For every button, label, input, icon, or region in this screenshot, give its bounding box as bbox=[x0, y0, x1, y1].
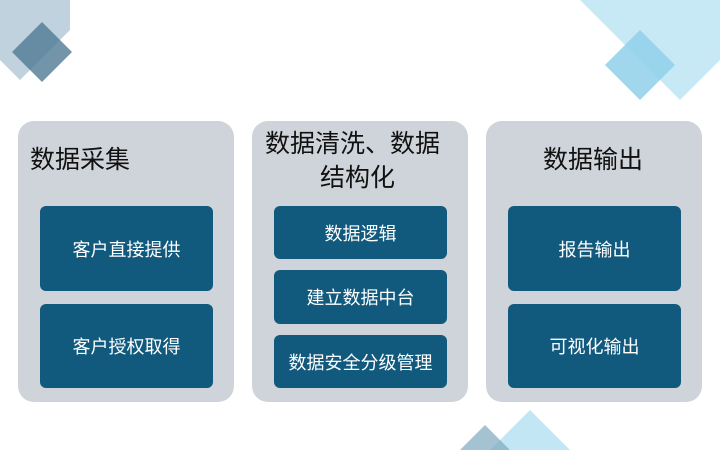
stage-item-box: 可视化输出 bbox=[508, 304, 681, 388]
stage-panel-collection: 数据采集 客户直接提供 客户授权取得 bbox=[18, 121, 234, 402]
stage-item-box: 数据安全分级管理 bbox=[274, 335, 447, 388]
stage-item-box: 客户授权取得 bbox=[40, 304, 213, 388]
deco-diamond-bottom-large bbox=[490, 410, 570, 450]
stage-item-box: 建立数据中台 bbox=[274, 270, 447, 324]
deco-diamond-top-right-large bbox=[580, 0, 720, 100]
stage-item-box: 客户直接提供 bbox=[40, 206, 213, 291]
stage-title-cleaning-line-2: 结构化 bbox=[320, 163, 396, 192]
deco-diamond-top-left-large bbox=[0, 0, 70, 80]
stage-title-output: 数据输出 bbox=[543, 145, 644, 174]
stage-title-collection: 数据采集 bbox=[30, 145, 131, 174]
stage-item-box: 数据逻辑 bbox=[274, 206, 447, 259]
stage-panel-output: 数据输出 报告输出 可视化输出 bbox=[486, 121, 702, 402]
deco-diamond-bottom-small bbox=[460, 425, 510, 450]
stage-title-cleaning-line-1: 数据清洗、数据 bbox=[265, 129, 441, 158]
deco-diamond-top-right-small bbox=[605, 30, 675, 100]
deco-diamond-top-left-small bbox=[12, 22, 72, 82]
stage-item-box: 报告输出 bbox=[508, 206, 681, 291]
stage-panel-cleaning: 数据清洗、数据 结构化 数据逻辑 建立数据中台 数据安全分级管理 bbox=[252, 121, 468, 402]
